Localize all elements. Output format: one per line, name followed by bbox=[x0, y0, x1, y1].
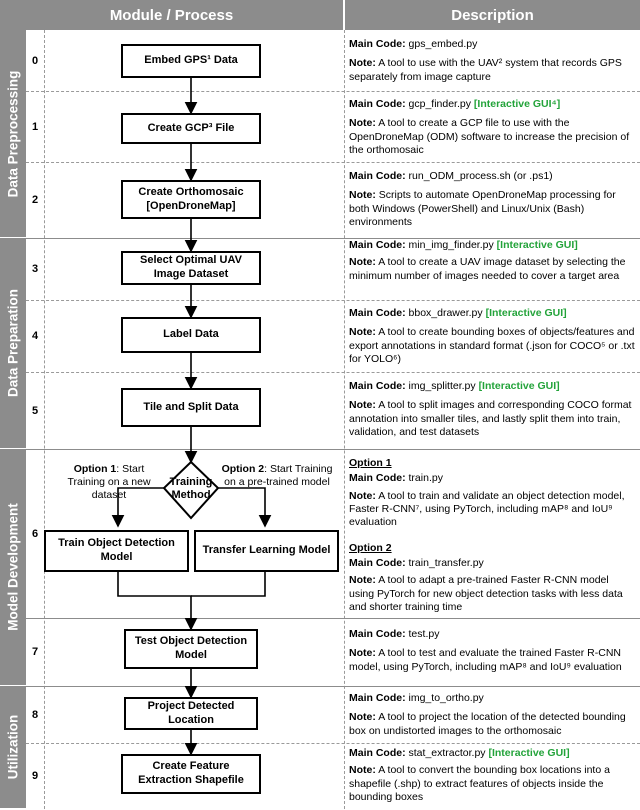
description-row-8: Main Code: img_to_ortho.py Note: A tool … bbox=[349, 692, 626, 737]
option1-label: Option 1: Start Training on a new datase… bbox=[67, 463, 151, 502]
row-divider bbox=[26, 743, 640, 744]
description-row-2: Main Code: run_ODM_process.sh (or .ps1) … bbox=[349, 170, 616, 228]
decision-label: Training Method bbox=[169, 476, 213, 502]
process-box-project-location: Project Detected Location bbox=[124, 697, 258, 730]
option2-label: Option 2: Start Training on a pre-traine… bbox=[221, 463, 333, 489]
section-divider bbox=[26, 238, 640, 239]
column-divider-description bbox=[344, 30, 345, 809]
section-divider bbox=[26, 686, 640, 687]
decision-diamond bbox=[162, 460, 220, 520]
row-number: 1 bbox=[31, 120, 39, 133]
row-divider bbox=[26, 372, 640, 373]
description-row-5: Main Code: img_splitter.py [Interactive … bbox=[349, 380, 632, 438]
process-box-train-model: Train Object Detection Model bbox=[44, 530, 189, 572]
row-divider bbox=[26, 91, 640, 92]
process-box-transfer-learning: Transfer Learning Model bbox=[194, 530, 339, 572]
process-box-create-orthomosaic: Create Orthomosaic [OpenDroneMap] bbox=[121, 180, 261, 219]
process-box-feature-extraction: Create Feature Extraction Shapefile bbox=[121, 754, 261, 794]
description-row-9: Main Code: stat_extractor.py [Interactiv… bbox=[349, 747, 610, 803]
row-number: 6 bbox=[31, 527, 39, 540]
row-number: 3 bbox=[31, 263, 39, 275]
section-data-preparation: Data Preparation bbox=[0, 238, 26, 449]
header-description: Description bbox=[345, 0, 640, 30]
row-divider bbox=[26, 300, 640, 301]
description-row-1: Main Code: gcp_finder.py [Interactive GU… bbox=[349, 98, 630, 156]
process-box-select-uav-dataset: Select Optimal UAV Image Dataset bbox=[121, 251, 261, 285]
section-model-development: Model Development bbox=[0, 449, 26, 686]
description-row-0: Main Code: gps_embed.py Note: A tool to … bbox=[349, 38, 622, 83]
row-number: 0 bbox=[31, 54, 39, 67]
row-number: 7 bbox=[31, 646, 39, 658]
process-box-test-model: Test Object Detection Model bbox=[124, 629, 258, 669]
section-utilization: Utilization bbox=[0, 686, 26, 809]
section-data-preprocessing: Data Preprocessing bbox=[0, 30, 26, 238]
process-box-tile-split: Tile and Split Data bbox=[121, 388, 261, 427]
process-box-label-data: Label Data bbox=[121, 317, 261, 353]
description-row-6: Option 1 Main Code: train.py Note: A too… bbox=[349, 457, 625, 613]
description-row-7: Main Code: test.py Note: A tool to test … bbox=[349, 628, 622, 673]
row-number: 2 bbox=[31, 194, 39, 206]
row-number: 8 bbox=[31, 708, 39, 721]
section-divider bbox=[26, 449, 640, 450]
row-number: 5 bbox=[31, 404, 39, 417]
section-divider bbox=[26, 618, 640, 619]
header-module: Module / Process bbox=[0, 0, 343, 30]
row-number: 4 bbox=[31, 330, 39, 342]
row-divider bbox=[26, 162, 640, 163]
process-box-embed-gps: Embed GPS¹ Data bbox=[121, 44, 261, 78]
process-box-create-gcp: Create GCP³ File bbox=[121, 113, 261, 144]
description-row-4: Main Code: bbox_drawer.py [Interactive G… bbox=[349, 307, 635, 365]
description-row-3: Main Code: min_img_finder.py [Interactiv… bbox=[349, 239, 626, 282]
column-divider-number bbox=[44, 30, 45, 809]
row-number: 9 bbox=[31, 770, 39, 782]
